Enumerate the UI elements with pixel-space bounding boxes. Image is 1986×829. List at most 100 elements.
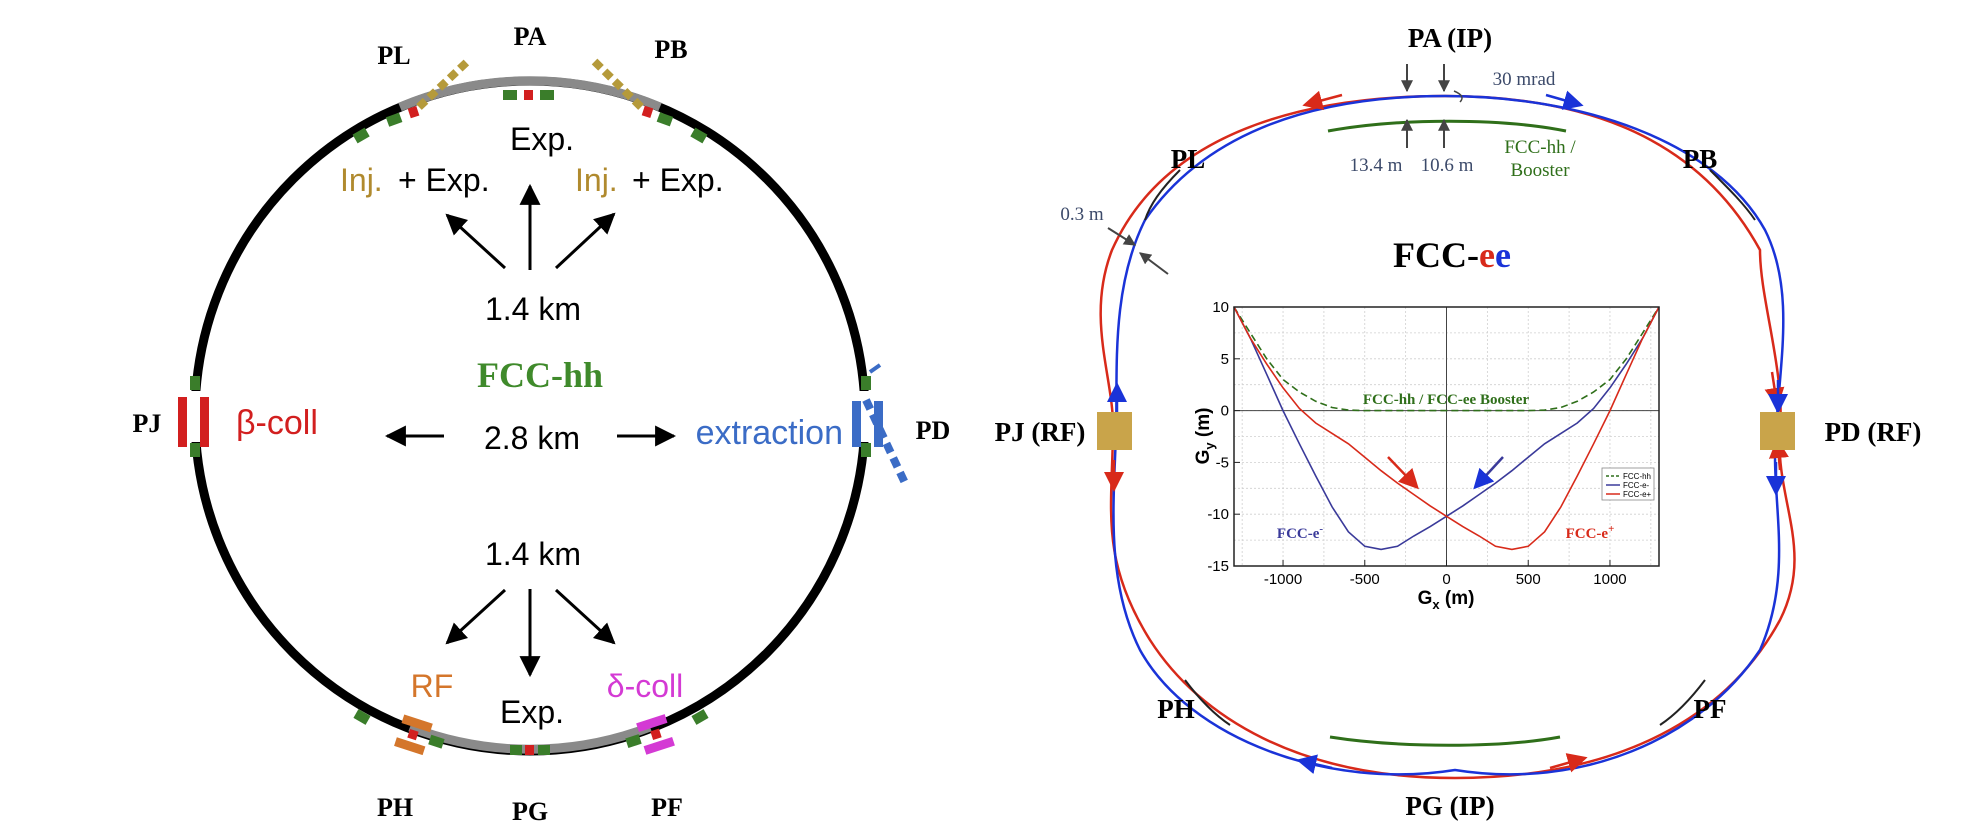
pg-marker-green-r [538, 745, 550, 755]
x-tick-label: -500 [1350, 571, 1380, 588]
fcc-ee-layout: PA (IP) PL PB PJ (RF) PD (RF) PH PF PG (… [995, 23, 1922, 821]
chart-eminus-sup: - [1319, 523, 1323, 535]
arrow-up-right [554, 212, 616, 270]
chart-eplus-label: FCC-e+ [1566, 523, 1615, 542]
chart-background [1197, 300, 1703, 570]
label-dist-bottom: 1.4 km [485, 536, 581, 572]
label-pb: PB [654, 35, 687, 64]
pl-marker-green [385, 112, 403, 127]
label-10-6m: 10.6 m [1421, 155, 1474, 176]
fcc-ee-title-e2: e [1495, 235, 1511, 275]
fcc-ee-ring-bl-black [1184, 679, 1231, 726]
label-exp-left: + Exp. [398, 162, 490, 198]
mrad-arc [1453, 90, 1463, 103]
arrow-up-left [445, 213, 507, 270]
label-pj-rf: PJ (RF) [995, 417, 1086, 447]
label-30mrad: 30 mrad [1493, 69, 1556, 90]
beta-coll-bar-2 [200, 397, 209, 447]
label-pb-ee: PB [1683, 144, 1718, 174]
fcc-ee-title: FCC-ee [1393, 235, 1511, 275]
label-booster-1: FCC-hh / [1504, 137, 1576, 158]
label-13-4m: 13.4 m [1350, 155, 1403, 176]
chart-arrow-blue [1473, 456, 1504, 490]
chart-ylabel-main: G [1193, 450, 1214, 465]
label-pl: PL [377, 41, 410, 70]
pj-marker-green-top [190, 376, 200, 390]
pb-injection-line [590, 57, 644, 110]
label-pd-rf: PD (RF) [1825, 417, 1922, 447]
chart-booster-label: FCC-hh / FCC-ee Booster [1363, 392, 1530, 408]
label-rf: RF [411, 668, 454, 704]
fcc-ee-title-e1: e [1479, 235, 1495, 275]
label-pf: PF [651, 793, 683, 822]
pj-marker-green-bot [190, 443, 200, 457]
pj-marker-white [188, 391, 202, 442]
label-inj-right: Inj. [575, 162, 618, 198]
arrow-down-right [554, 588, 616, 645]
label-0-3m: 0.3 m [1060, 204, 1104, 225]
label-pl-ee: PL [1171, 144, 1206, 174]
delta-coll-marker-green [625, 734, 642, 749]
label-exp-right: + Exp. [632, 162, 724, 198]
label-pd: PD [916, 416, 951, 445]
label-inj-left: Inj. [340, 162, 383, 198]
chart-ylabel: Gy (m) [1193, 408, 1217, 465]
ring-arrow-blue-top [1545, 90, 1584, 110]
booster-line-bottom [1329, 735, 1561, 747]
delta-coll-bar-2 [643, 736, 675, 755]
label-dist-top: 1.4 km [485, 291, 581, 327]
legend-label: FCC-hh [1623, 472, 1651, 481]
extraction-dashed-line-top [868, 363, 882, 374]
fcc-ee-ring-red [1099, 94, 1796, 780]
chart-xlabel-unit: (m) [1440, 588, 1475, 609]
delta-coll-bar-1 [636, 714, 668, 732]
label-pj: PJ [133, 409, 162, 438]
pb-marker-green [656, 112, 674, 127]
pb-marker-red [641, 105, 654, 118]
rf-bar-2 [394, 737, 426, 756]
label-pg-ip: PG (IP) [1405, 791, 1494, 821]
label-exp-top: Exp. [510, 121, 574, 157]
rf-marker-red [407, 728, 419, 741]
ring-arrow-blue-bottom [1296, 754, 1333, 774]
series-line-fcc-hh [1233, 306, 1660, 412]
pf-marker-green-outer [691, 709, 709, 725]
chart-ylabel-sub: y [1202, 442, 1217, 450]
chart-xlabel-sub: x [1432, 597, 1440, 612]
series-line-fcc-e- [1233, 306, 1660, 551]
legend-label: FCC-e- [1623, 481, 1650, 490]
rf-marker-green [428, 734, 445, 749]
x-tick-label: -1000 [1264, 571, 1302, 588]
y-tick-label: -15 [1207, 558, 1229, 575]
y-tick-label: -5 [1216, 454, 1229, 471]
fcc-ee-ring-br-black [1659, 679, 1706, 726]
beta-coll-bar-1 [178, 397, 187, 447]
y-tick-label: -10 [1207, 506, 1229, 523]
label-booster-2: Booster [1510, 160, 1570, 181]
fcc-hh-layout: PA PL PB PJ PD PH PG PF Exp. Inj. + Exp.… [133, 22, 951, 826]
y-tick-label: 5 [1221, 351, 1229, 368]
fcc-ee-title-prefix: FCC- [1393, 235, 1479, 275]
chart-xlabel-main: G [1418, 588, 1433, 609]
pg-marker-green-l [510, 745, 522, 755]
x-tick-label: 500 [1516, 571, 1541, 588]
chart-eplus-main: FCC-e [1566, 526, 1609, 542]
label-ph: PH [377, 793, 413, 822]
ph-marker-green-outer [353, 709, 371, 725]
chart-xlabel: Gx (m) [1418, 588, 1475, 612]
fcc-ee-ring-left-black [1144, 169, 1181, 221]
y-tick-label: 0 [1221, 403, 1229, 420]
label-pf-ee: PF [1694, 694, 1727, 724]
ring-arrow-red-top [1302, 90, 1343, 111]
legend-label: FCC-e+ [1623, 490, 1652, 499]
extraction-bar-1 [852, 401, 861, 447]
booster-line-top [1327, 119, 1567, 133]
chart-ylabel-unit: (m) [1193, 408, 1214, 443]
arrow-down-left [445, 588, 507, 645]
fcc-hh-title: FCC-hh [477, 355, 603, 395]
pl-marker-green-outer [352, 127, 370, 144]
